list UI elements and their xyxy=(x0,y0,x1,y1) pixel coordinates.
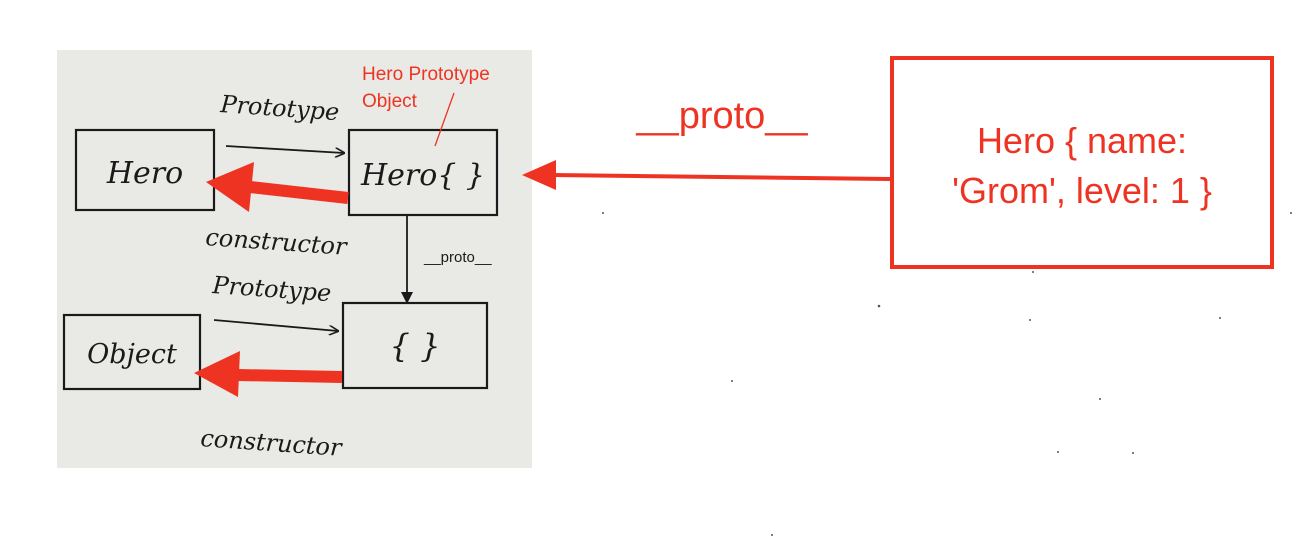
photo-paper-background xyxy=(57,50,532,468)
object-prototype-box: { } xyxy=(341,301,489,390)
constructor-arrow-bottom xyxy=(194,351,343,397)
object-constructor-box: Object xyxy=(62,313,202,391)
hero-constructor-box: Hero xyxy=(74,128,216,212)
proto-link-label: __proto__ xyxy=(423,249,492,266)
prototype-arrow-top xyxy=(225,145,344,153)
hero-prototype-object-label-line2: Object xyxy=(362,91,418,112)
hero-instance-box: Hero { name: 'Grom', level: 1 } xyxy=(890,56,1274,269)
proto-arrow xyxy=(522,160,894,190)
object-proto-box-label: { } xyxy=(390,327,441,365)
hero-prototype-object-label-line1: Hero Prototype xyxy=(362,64,490,85)
scan-speckles xyxy=(602,212,1292,536)
hero-proto-box-label: Hero{ } xyxy=(360,158,485,193)
hero-box-label: Hero xyxy=(106,156,183,191)
hero-instance-line2: 'Grom', level: 1 } xyxy=(952,170,1212,211)
prototype-arrow-bottom xyxy=(213,319,338,331)
constructor-arrow-top xyxy=(206,162,349,212)
object-box-label: Object xyxy=(87,339,177,370)
annotation-pointer-line xyxy=(434,92,455,147)
hero-instance-line1: Hero { name: xyxy=(977,120,1187,161)
hero-prototype-box: Hero{ } xyxy=(347,128,499,217)
proto-arrow-label: __proto__ xyxy=(635,95,808,137)
